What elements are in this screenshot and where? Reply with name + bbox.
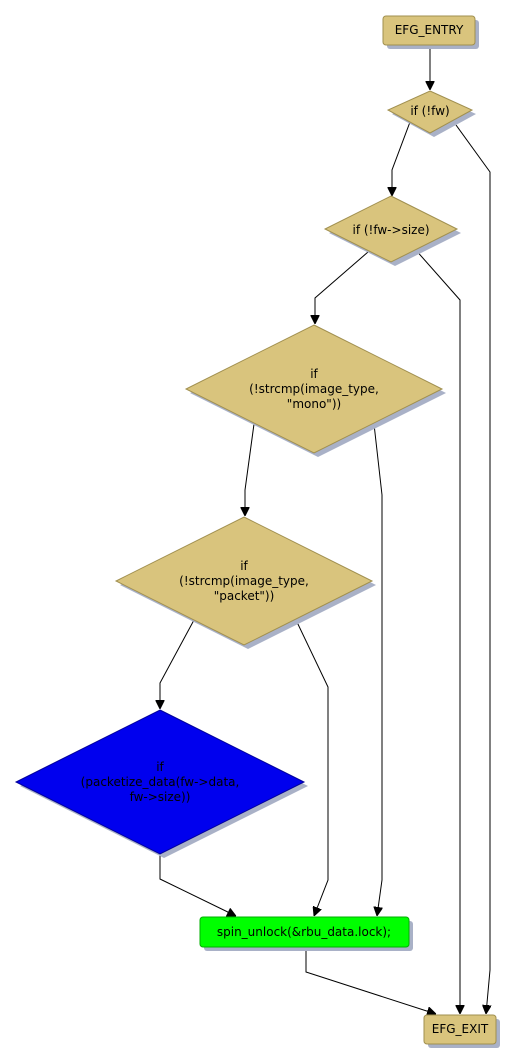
if-fw-diamond: [386, 90, 474, 134]
edge-if-fw-to-exit: [455, 124, 490, 1014]
edge-if-packet-to-if-packetize: [160, 619, 195, 709]
if-mono-diamond: [184, 324, 444, 454]
label-line: EFG_EXIT: [432, 1022, 489, 1036]
edges: [160, 46, 490, 1014]
node-efg-exit[interactable]: EFG_EXIT: [423, 1014, 500, 1048]
edge-if-size-to-exit: [413, 247, 460, 1014]
edge-if-mono-to-if-packet: [245, 423, 255, 516]
if-packetize-label: if(packetize_data(fw->data,fw->size)): [81, 760, 240, 804]
node-if-size[interactable]: if (!fw->size): [323, 195, 461, 266]
exit-label: EFG_EXIT: [432, 1022, 489, 1036]
label-line: fw->size)): [130, 790, 191, 804]
if-fw-label: if (!fw): [410, 104, 449, 118]
label-line: (packetize_data(fw->data,: [81, 775, 240, 789]
spin-unlock-label: spin_unlock(&rbu_data.lock);: [217, 925, 391, 939]
edge-if-fw-to-if-size: [392, 121, 411, 196]
edge-if-packet-to-spin-unlock: [295, 619, 329, 916]
if-mono-label: if(!strcmp(image_type,"mono")): [249, 367, 379, 411]
node-spin-unlock[interactable]: spin_unlock(&rbu_data.lock);: [199, 916, 413, 951]
exit-box: [423, 1014, 497, 1045]
entry-label: EFG_ENTRY: [395, 23, 464, 37]
if-size-label: if (!fw->size): [352, 223, 429, 237]
if-size-diamond: [323, 195, 459, 263]
node-if-mono[interactable]: if(!strcmp(image_type,"mono")): [184, 324, 446, 457]
if-packet-diamond: [114, 516, 374, 646]
node-efg-entry[interactable]: EFG_ENTRY: [382, 15, 479, 49]
edge-if-mono-to-spin-unlock: [374, 423, 382, 916]
if-packet-label: if(!strcmp(image_type,"packet")): [179, 559, 309, 603]
if-packetize-diamond: [14, 709, 306, 855]
entry-box: [382, 15, 476, 46]
label-line: if: [310, 367, 318, 381]
edge-if-packetize-to-spin-unlock: [159, 853, 236, 916]
label-line: "mono")): [287, 397, 341, 411]
node-if-packetize[interactable]: if(packetize_data(fw->data,fw->size)): [14, 709, 308, 858]
label-line: if: [240, 559, 248, 573]
edge-if-size-to-if-mono: [315, 251, 369, 324]
label-line: if (!fw->size): [352, 223, 429, 237]
node-if-fw[interactable]: if (!fw): [386, 90, 476, 137]
node-if-packet[interactable]: if(!strcmp(image_type,"packet")): [114, 516, 376, 649]
label-line: EFG_ENTRY: [395, 23, 464, 37]
label-line: if: [156, 760, 164, 774]
label-line: (!strcmp(image_type,: [179, 574, 309, 588]
label-line: "packet")): [214, 589, 275, 603]
edge-spin-unlock-to-exit: [305, 948, 436, 1014]
label-line: (!strcmp(image_type,: [249, 382, 379, 396]
spin-unlock-box: [199, 916, 410, 948]
label-line: spin_unlock(&rbu_data.lock);: [217, 925, 391, 939]
label-line: if (!fw): [410, 104, 449, 118]
